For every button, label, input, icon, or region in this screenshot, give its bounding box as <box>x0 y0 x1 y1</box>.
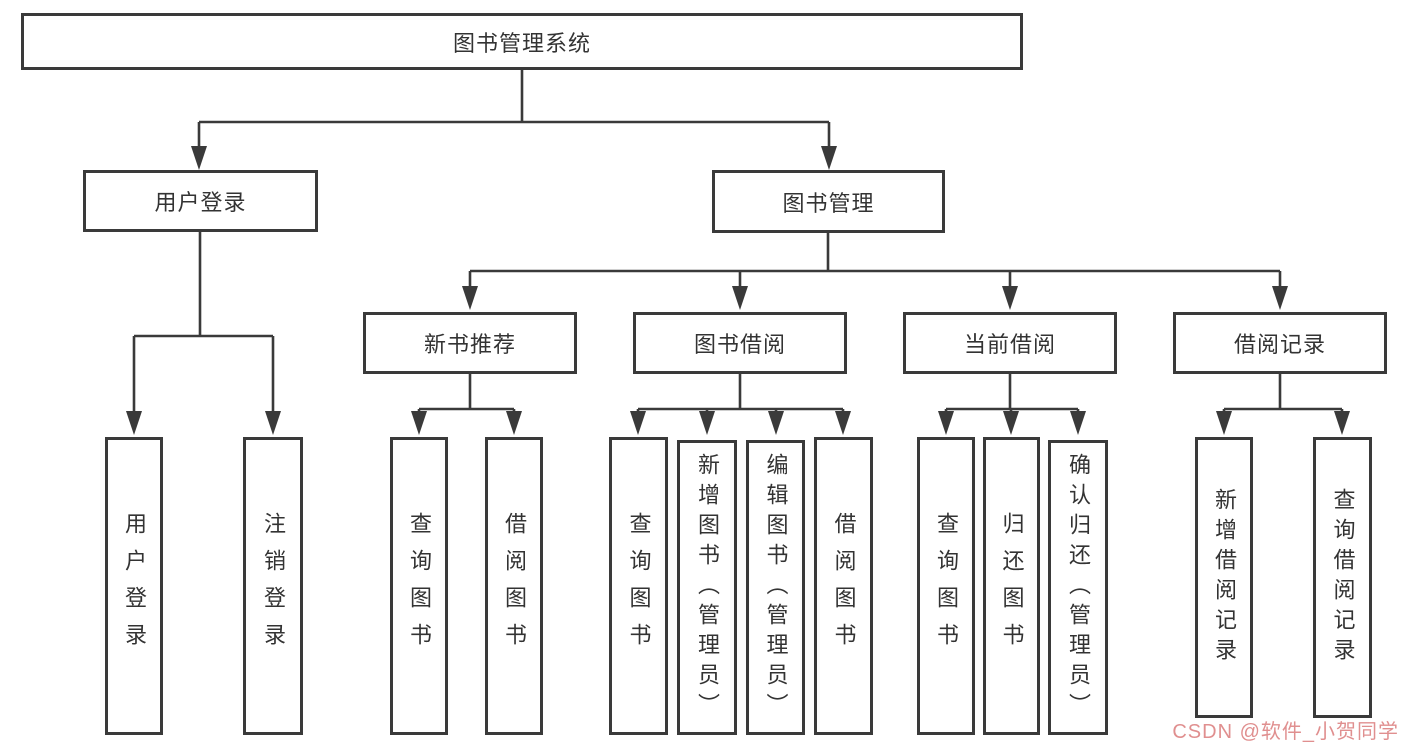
node-borrow-record-label: 借阅记录 <box>1233 332 1326 357</box>
leaf-return-book: 归还图书 <box>983 437 1040 735</box>
node-new-book-recommend: 新书推荐 <box>363 312 577 374</box>
leaf-query-borrow-record: 查询借阅记录 <box>1313 437 1372 718</box>
node-new-book-recommend-label: 新书推荐 <box>423 332 516 357</box>
leaf-query-book-2: 查询图书 <box>609 437 668 735</box>
leaf-user-login-label: 用户登录 <box>122 512 147 660</box>
leaf-query-book-3: 查询图书 <box>917 437 975 735</box>
node-current-borrow-label: 当前借阅 <box>963 332 1056 357</box>
leaf-edit-book-admin-label: 编辑图书（管理员） <box>763 452 789 723</box>
leaf-borrow-book-2-label: 借阅图书 <box>831 512 857 660</box>
node-current-borrow: 当前借阅 <box>903 312 1117 374</box>
leaf-user-login: 用户登录 <box>105 437 163 735</box>
node-book-borrow-label: 图书借阅 <box>693 332 786 357</box>
leaf-query-book-2-label: 查询图书 <box>626 512 652 660</box>
node-book-management: 图书管理 <box>712 170 945 233</box>
leaf-borrow-book-2: 借阅图书 <box>814 437 873 735</box>
leaf-borrow-book-1: 借阅图书 <box>485 437 543 735</box>
node-book-borrow: 图书借阅 <box>633 312 847 374</box>
leaf-add-book-admin: 新增图书（管理员） <box>677 440 737 735</box>
node-root-label: 图书管理系统 <box>452 30 591 56</box>
leaf-logout-label: 注销登录 <box>261 512 286 660</box>
leaf-return-book-label: 归还图书 <box>999 512 1025 660</box>
leaf-add-borrow-record-label: 新增借阅记录 <box>1212 487 1237 668</box>
watermark: CSDN @软件_小贺同学 <box>1172 721 1399 743</box>
leaf-query-book-3-label: 查询图书 <box>934 512 959 660</box>
leaf-add-book-admin-label: 新增图书（管理员） <box>695 452 720 723</box>
leaf-confirm-return-admin-label: 确认归还（管理员） <box>1066 452 1091 723</box>
node-root: 图书管理系统 <box>21 13 1023 70</box>
arrowheads <box>126 146 1350 435</box>
node-borrow-record: 借阅记录 <box>1173 312 1387 374</box>
leaf-query-book-1-label: 查询图书 <box>407 512 432 660</box>
leaf-query-book-1: 查询图书 <box>390 437 448 735</box>
leaf-logout: 注销登录 <box>243 437 303 735</box>
leaf-borrow-book-1-label: 借阅图书 <box>502 512 527 660</box>
node-book-management-label: 图书管理 <box>782 190 875 216</box>
node-user-login: 用户登录 <box>83 170 318 232</box>
leaf-confirm-return-admin: 确认归还（管理员） <box>1048 440 1108 735</box>
leaf-add-borrow-record: 新增借阅记录 <box>1195 437 1253 718</box>
node-user-login-label: 用户登录 <box>154 190 247 215</box>
leaf-edit-book-admin: 编辑图书（管理员） <box>746 440 805 735</box>
leaf-query-borrow-record-label: 查询借阅记录 <box>1330 487 1356 668</box>
